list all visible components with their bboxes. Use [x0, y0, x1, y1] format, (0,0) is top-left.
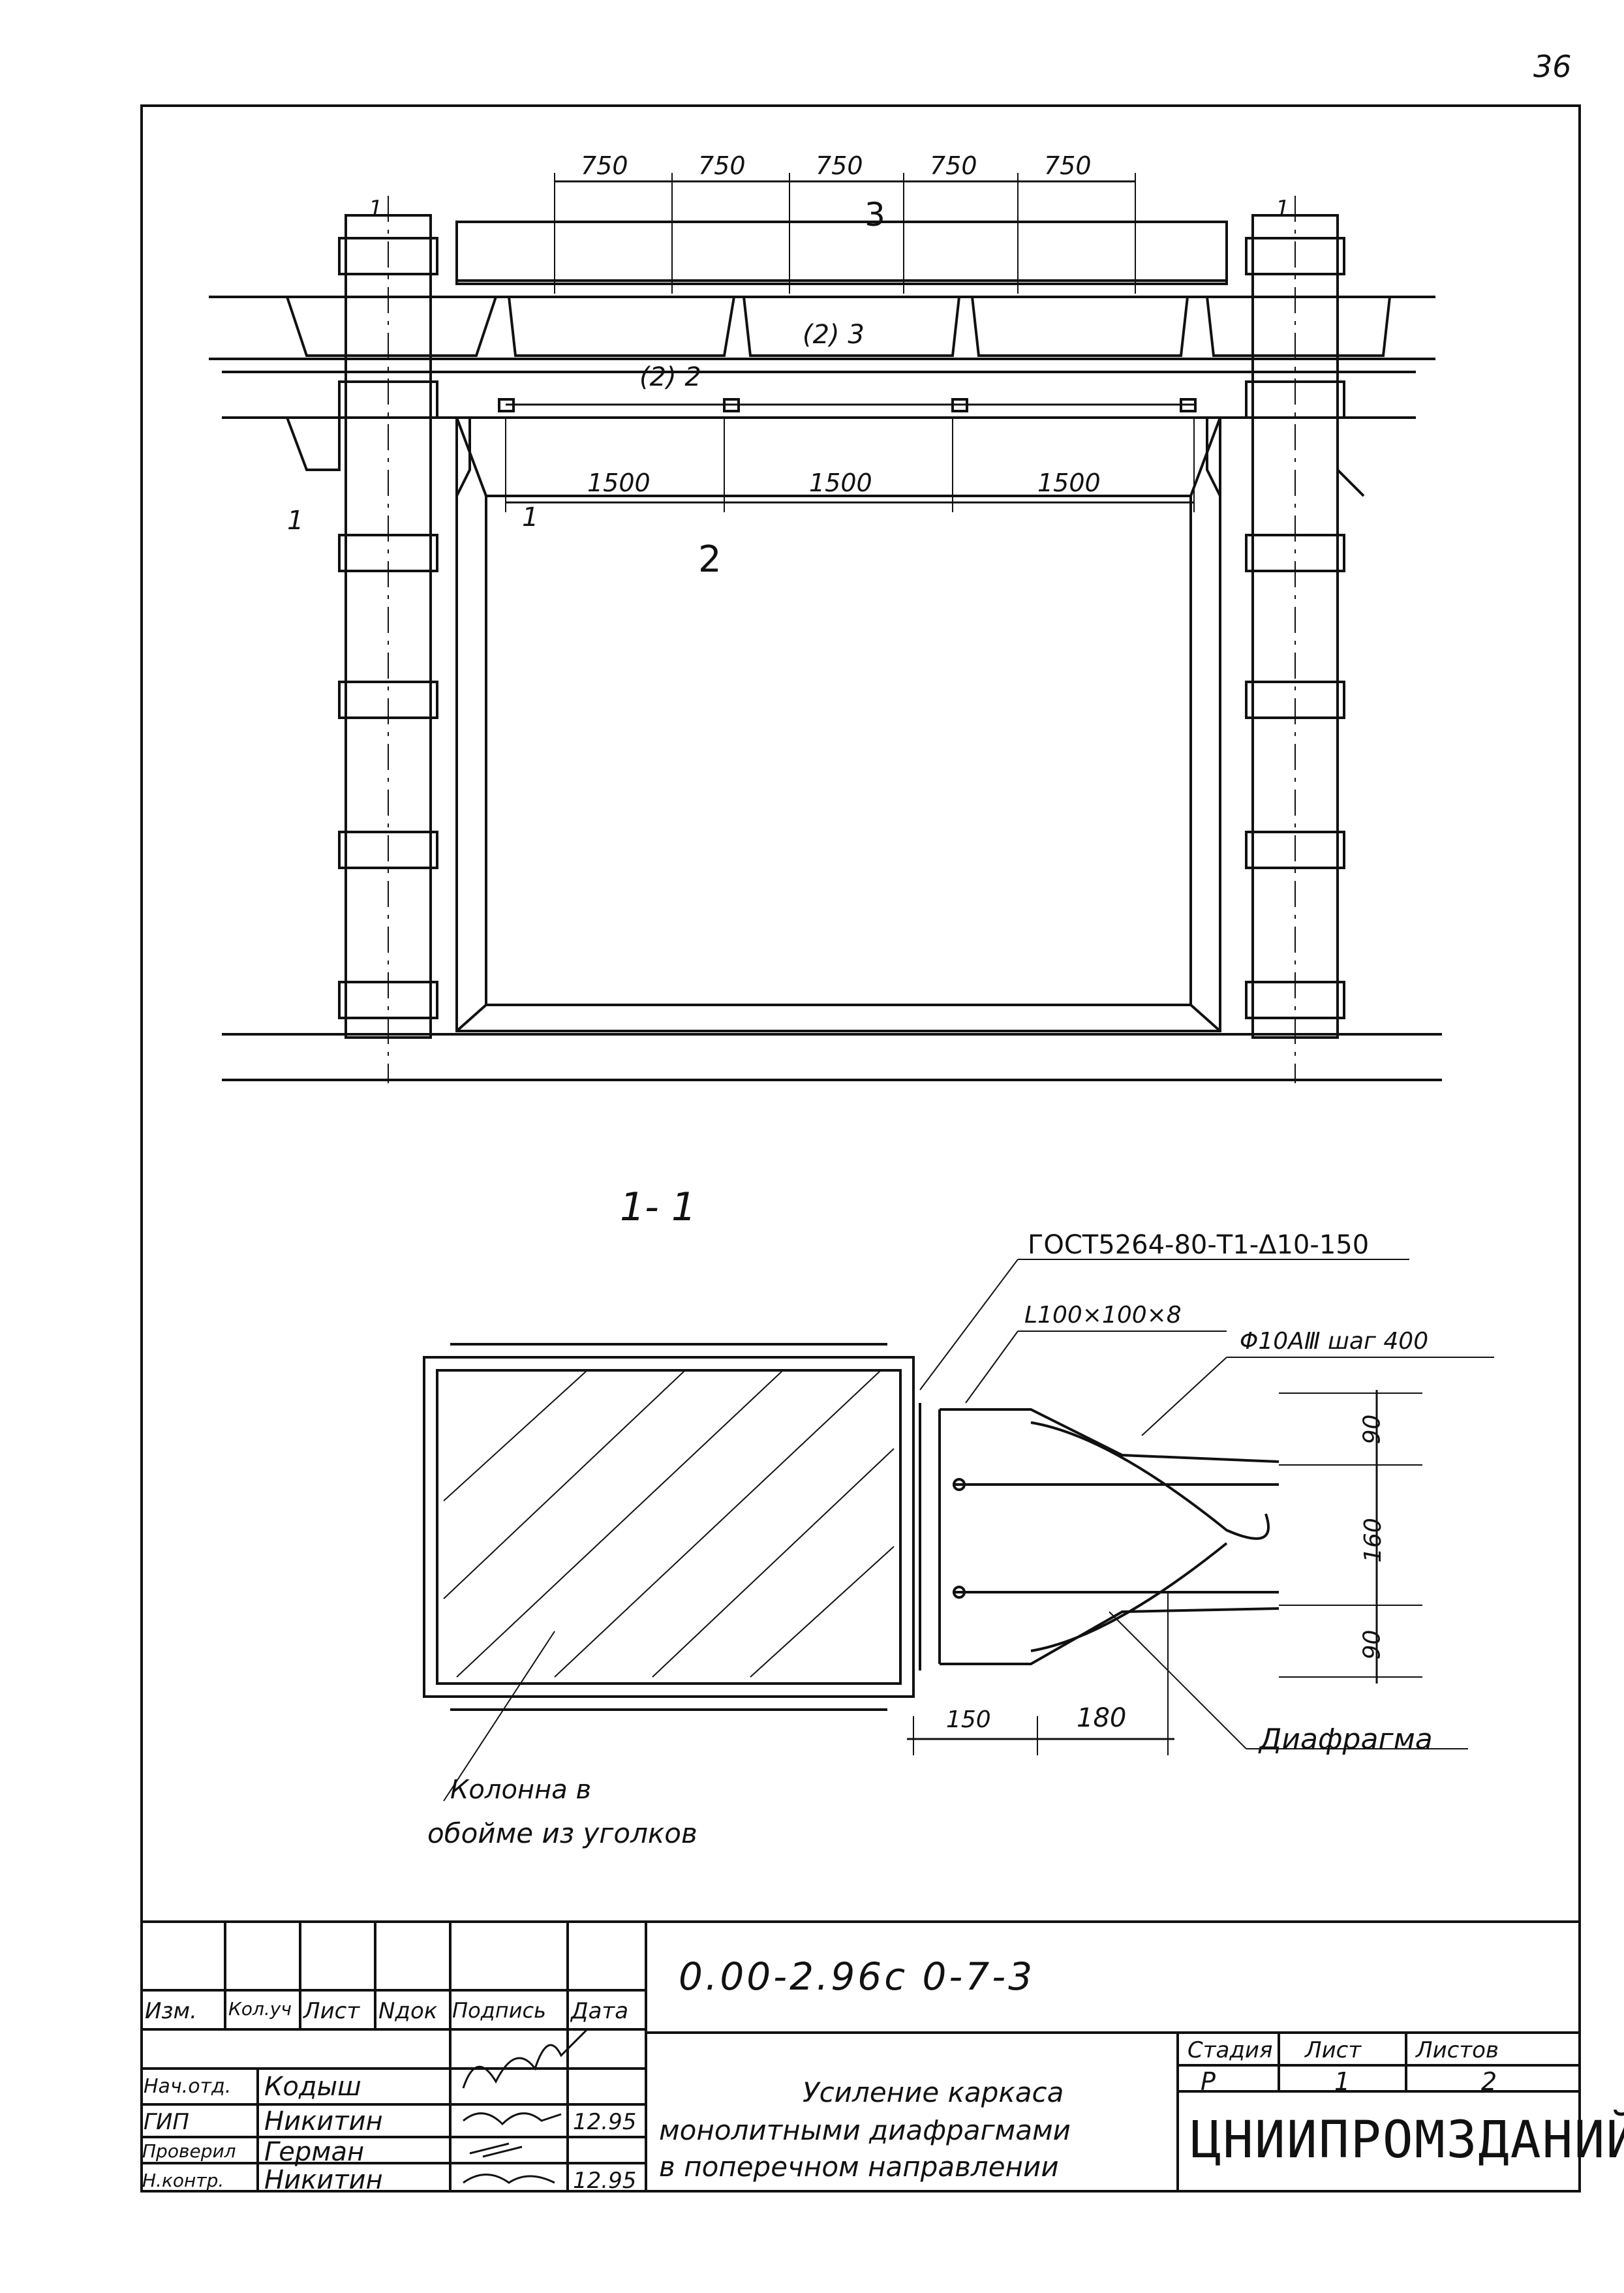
stage-header: Стадия [1187, 2037, 1273, 2063]
angle-label: L100×100×8 [1024, 1302, 1182, 1329]
sheet-title-line-2: монолитными диафрагмами [659, 2114, 1071, 2146]
header-date: Дата [571, 1998, 629, 2024]
header-kol: Кол.уч [228, 1998, 292, 2020]
gost-label: ГОСТ5264-80-Т1-Δ10-150 [1028, 1230, 1370, 1260]
dim-750-4: 750 [930, 151, 977, 180]
dim-1500-1: 1500 [587, 469, 651, 497]
dim-750-5: 750 [1044, 151, 1092, 180]
date-1: 12.95 [573, 2109, 637, 2135]
name-2: Герман [264, 2137, 365, 2167]
sheet-title-line-3: в поперечном направлении [659, 2151, 1059, 2183]
role-1: ГИП [144, 2109, 189, 2135]
sheet-value: 1 [1334, 2067, 1351, 2096]
column-label-1: Колонна в [450, 1775, 592, 1805]
role-3: Н.контр. [142, 2170, 224, 2191]
cut-marker-3-bottom: (2) 3 [803, 320, 865, 350]
drawing-frame [140, 104, 1581, 2193]
dim-750-3: 750 [816, 151, 863, 180]
role-0: Нач.отд. [144, 2075, 232, 2098]
sheets-value: 2 [1481, 2067, 1497, 2096]
stage-value: Р [1201, 2067, 1216, 2096]
cut-marker-1-left: 1 [287, 506, 304, 536]
rebar-label: Φ10АⅢ шаг 400 [1240, 1328, 1429, 1355]
role-2: Проверил [142, 2140, 236, 2162]
date-3: 12.95 [573, 2168, 637, 2194]
header-ndok: Nдок [378, 1998, 438, 2024]
header-izm: Изм. [145, 1998, 197, 2024]
dim-750-2: 750 [698, 151, 746, 180]
sheet-header: Лист [1305, 2037, 1362, 2063]
dim-750-1: 750 [581, 151, 628, 180]
cut-marker-1-right: 1 [522, 502, 539, 532]
name-1: Никитин [264, 2106, 383, 2136]
cut-marker-3-top: 3 [865, 196, 885, 234]
header-list: Лист [303, 1998, 360, 2024]
page-number: 36 [1533, 49, 1572, 84]
sheet-title-line-1: Усиление каркаса [803, 2076, 1064, 2108]
column-label-2: обойме из уголков [427, 1817, 697, 1849]
col-marker-left: 1 [369, 196, 383, 222]
name-3: Никитин [264, 2165, 383, 2195]
section-drawing [423, 1259, 1494, 1802]
organization-name: ЦНИИПРОМЗДАНИЙ [1191, 2111, 1624, 2170]
col-marker-right: 1 [1276, 196, 1290, 222]
cut-marker-2-top: (2) 2 [639, 362, 701, 392]
dim-1500-2: 1500 [809, 469, 872, 497]
sheets-header: Листов [1416, 2037, 1499, 2063]
cut-marker-2-bottom: 2 [698, 538, 722, 581]
name-0: Кодыш [264, 2072, 361, 2102]
section-title: 1- 1 [620, 1184, 697, 1230]
dim-150: 150 [946, 1706, 991, 1733]
diaphragm-label: Диафрагма [1259, 1723, 1433, 1756]
dim-180: 180 [1077, 1703, 1127, 1733]
doc-code: 0.00-2.96с 0-7-3 [679, 1954, 1035, 1999]
header-signature: Подпись [452, 1998, 546, 2023]
dim-1500-3: 1500 [1037, 469, 1101, 497]
elevation-drawing [209, 173, 1442, 1083]
